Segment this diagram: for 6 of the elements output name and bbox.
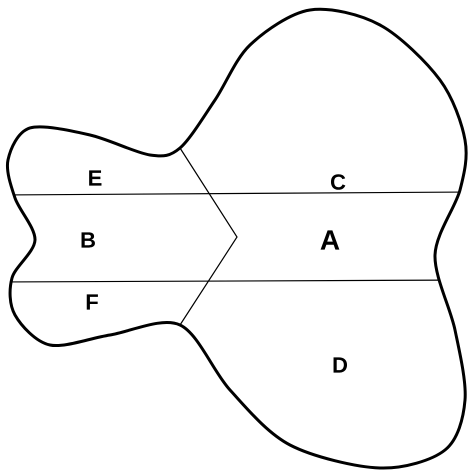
region-label: B — [82, 232, 95, 248]
region-label: F — [86, 294, 98, 310]
region-label: E — [89, 170, 102, 186]
region-label: D — [334, 357, 348, 373]
region-label: C — [330, 174, 346, 190]
region-label: A — [320, 230, 340, 250]
